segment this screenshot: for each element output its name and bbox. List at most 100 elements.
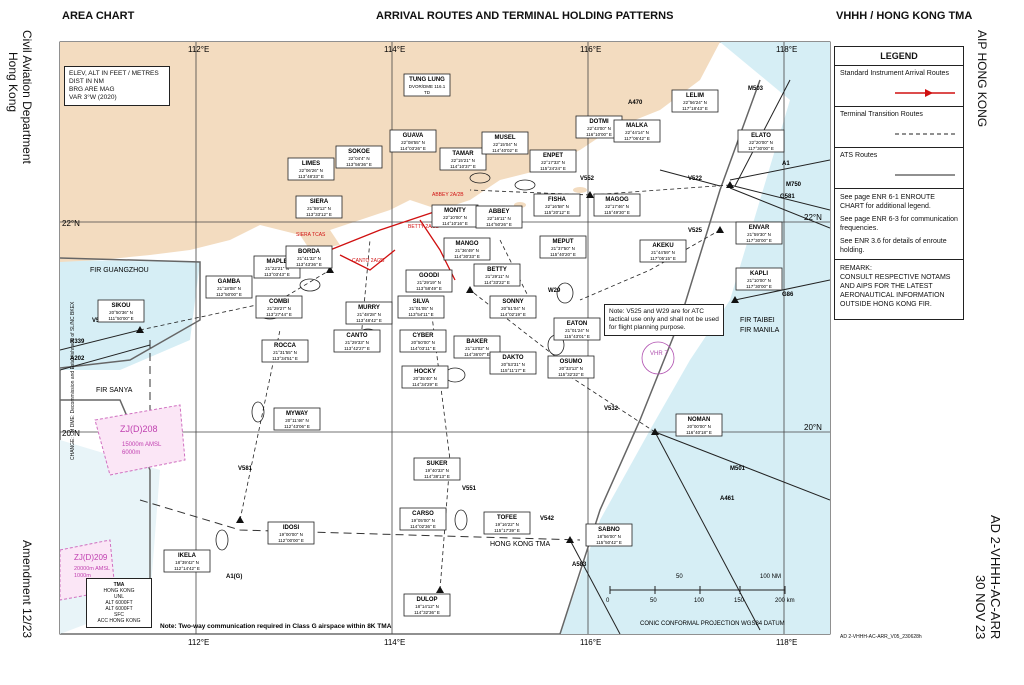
- legend-title: LEGEND: [835, 47, 963, 66]
- fix-name: SOKOE: [348, 149, 370, 155]
- scale-bar: [609, 586, 786, 594]
- grid-left-20: 20°N: [62, 429, 80, 438]
- fix-lat: 21°36'49" N: [455, 248, 479, 253]
- fix-lon: 114°32'36" E: [414, 610, 440, 615]
- fix-name: CARSO: [412, 511, 434, 517]
- fix-lat: 19°05'00" N: [411, 518, 435, 523]
- legend-star: Standard Instrument Arrival Routes: [835, 66, 963, 107]
- route-label-v581: V581: [238, 466, 253, 472]
- fix-lon: 113°58'49" E: [416, 286, 442, 291]
- fix-lat: 19°16'22" N: [495, 522, 519, 527]
- fix-lon: 117°30'00" E: [746, 284, 772, 289]
- fix-lat: 20°00'00" N: [687, 424, 711, 429]
- fir-sanya-label: FIR SANYA: [96, 387, 133, 394]
- grid-bottom-118: 118°E: [776, 638, 797, 647]
- route-label-m750: M750: [786, 182, 802, 188]
- fix-lat: 21°10'00" N: [747, 278, 771, 283]
- fix-lat: 21°37'50" N: [551, 246, 575, 251]
- route-label-v552: V552: [580, 176, 595, 182]
- fix-lon: 117°30'00" E: [748, 146, 774, 151]
- waypoint-triangle-icon: [651, 428, 659, 435]
- route-label-v522: V522: [688, 176, 703, 182]
- fix-name: EATON: [567, 321, 587, 327]
- fix-name: MUSEL: [495, 135, 516, 141]
- fix-name: BETTY: [487, 267, 507, 273]
- route-label-w29: W29: [548, 288, 561, 294]
- fix-lon: 113°34'51" E: [272, 356, 298, 361]
- fix-lon: 114°33'22" E: [484, 280, 510, 285]
- route-label-a470: A470: [628, 100, 643, 106]
- fix-lat: 18°56'00" N: [597, 534, 621, 539]
- fix-name: ENPET: [543, 153, 563, 159]
- projection-label: CONIC CONFORMAL PROJECTION WGS84 DATUM: [640, 621, 785, 627]
- fix-name: MONTY: [444, 208, 466, 214]
- waypoint-triangle-icon: [716, 226, 724, 233]
- info-line: VAR 3°W (2020): [69, 94, 117, 101]
- route-label-a461: A461: [720, 496, 735, 502]
- fix-name: MAPLE: [267, 259, 288, 265]
- fix-name: MEPUT: [553, 239, 574, 245]
- grid-top-118: 118°E: [776, 45, 797, 54]
- fix-lon: 117°05'15" E: [650, 256, 676, 261]
- zj208-alt2: 6000m: [122, 450, 140, 456]
- fix-lat: 18°14'12" N: [415, 604, 439, 609]
- fix-lat: 22°10'00" N: [443, 215, 467, 220]
- fix-name: IDOSI: [283, 525, 300, 531]
- fix-lon: 113°54'11" E: [408, 312, 433, 317]
- fix-lon: TD: [424, 90, 431, 95]
- zj208-alt: 15000m AMSL: [122, 442, 162, 448]
- route-label-a1(g): A1(G): [226, 574, 242, 580]
- fix-name: GOODI: [419, 273, 439, 279]
- fix-name: BORDA: [298, 249, 321, 255]
- fix-lon: 113°27'44" E: [266, 312, 292, 317]
- fix-name: MANGO: [456, 241, 479, 247]
- fix-lon: 114°38'13" E: [424, 474, 450, 479]
- legend-transition: Terminal Transition Routes: [835, 107, 963, 148]
- fix-name: MAGOG: [605, 197, 629, 203]
- fix-lat: 19°00'00" N: [279, 532, 303, 537]
- fix-name: MURRY: [358, 305, 380, 311]
- holding-patterns: [215, 172, 574, 551]
- fix-name: TAMAR: [452, 151, 474, 157]
- fix-lat: 21°59'12" N: [307, 206, 331, 211]
- betty-label: BETTY 2A/2B: [408, 224, 440, 230]
- route-label-v542: V542: [540, 516, 555, 522]
- fix-lon: 114°10'37" E: [450, 164, 476, 169]
- fix-lon: 113°42'27" E: [344, 346, 370, 351]
- fix-lat: 21°48'28" N: [357, 312, 381, 317]
- fix-lat: 21°41'32" N: [297, 256, 321, 261]
- fix-lat: 21°13'02" N: [465, 346, 489, 351]
- grid-top-112: 112°E: [188, 45, 209, 54]
- route-label-v532: V532: [604, 406, 619, 412]
- fix-name: GAMBA: [218, 279, 241, 285]
- fix-lat: 21°01'24" N: [565, 328, 589, 333]
- fix-lon: 116°10'00" E: [586, 132, 612, 137]
- fix-lon: 114°50'26" E: [486, 222, 512, 227]
- fix-lon: 113°48'42" E: [356, 318, 382, 323]
- fix-name: GUAVA: [403, 133, 424, 139]
- fix-lon: 117°30'00" E: [746, 238, 772, 243]
- fix-lon: 115°43'01" E: [564, 334, 590, 339]
- fix-lat: 21°29'27" N: [267, 306, 291, 311]
- fix-name: FISHA: [548, 197, 567, 203]
- fix-lat: DVOR/DME 116.1: [409, 84, 446, 89]
- legend-notes: See page ENR 6-1 ENROUTE CHART for addit…: [835, 189, 963, 260]
- fix-name: CANTO: [346, 333, 368, 339]
- tma-box: TMA HONG KONG UNL ALT 6000FT ALT 6000FT …: [86, 578, 152, 628]
- zj208-label: ZJ(D)208: [120, 424, 158, 434]
- fix-name: KAPLI: [750, 271, 768, 277]
- fix-lat: 20°11'46" N: [285, 418, 308, 423]
- fix-lat: 21°01'05" N: [409, 306, 433, 311]
